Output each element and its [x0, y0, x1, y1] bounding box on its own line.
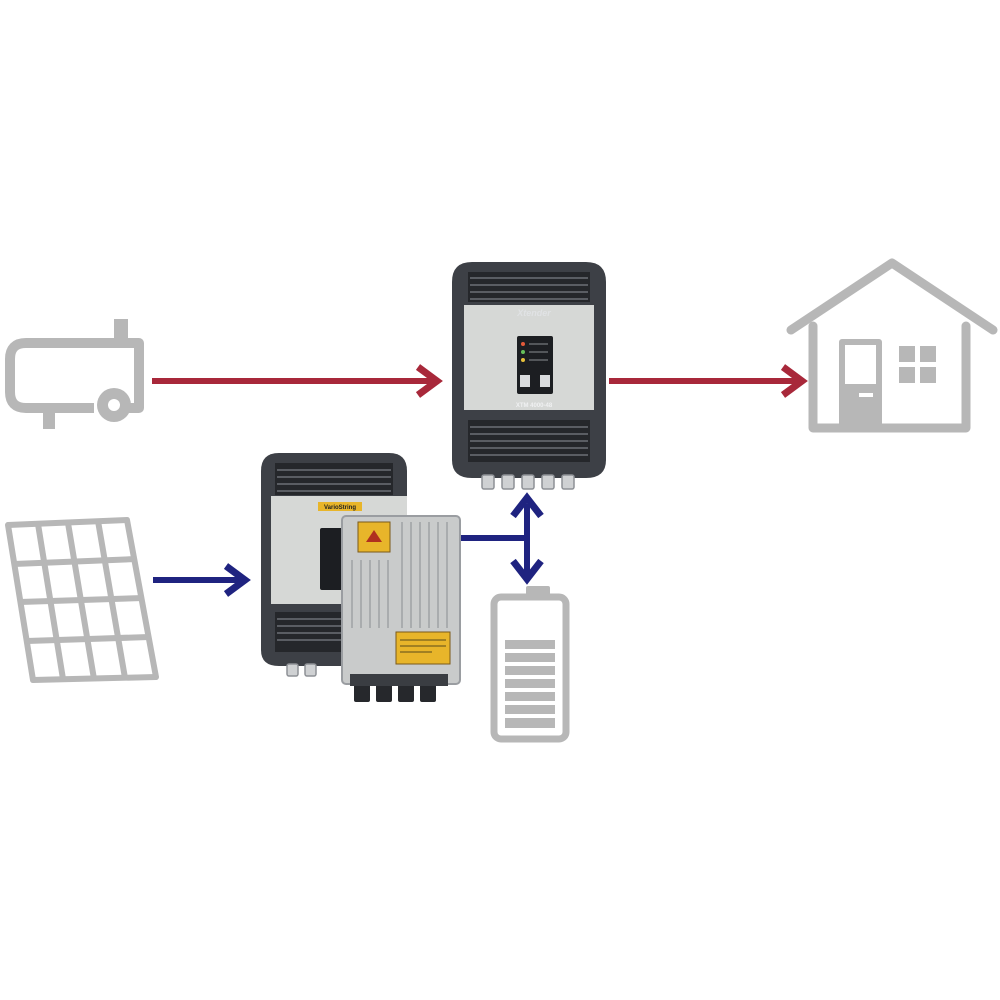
flow-generator-to-inverter [152, 364, 443, 398]
inverter-charger-unit: Xtender XTM 4000-48 [452, 262, 606, 490]
flow-inverter-to-house [609, 364, 808, 398]
controller-fins [351, 522, 448, 628]
controller-info-label [395, 631, 451, 665]
inverter-brand-label: Xtender [516, 308, 551, 318]
solar-charger-glands [286, 663, 317, 677]
inverter-button-left [520, 375, 530, 387]
solar-panel-icon [5, 517, 159, 683]
house-icon [786, 258, 998, 433]
inverter-model-label: XTM 4000-48 [516, 403, 553, 409]
inverter-vents-bottom [468, 420, 590, 462]
generator-icon [5, 319, 144, 429]
solar-charger-brand-label: VarioString [324, 505, 356, 511]
controller-terminals [350, 674, 448, 702]
inverter-control-panel [517, 336, 553, 394]
inverter-button-right [540, 375, 550, 387]
mppt-charge-controller [341, 515, 461, 702]
inverter-cable-glands [481, 474, 575, 490]
inverter-vents-top [468, 272, 590, 302]
house-window [899, 346, 936, 383]
battery-icon [490, 586, 570, 743]
flow-solar-to-charger [153, 563, 251, 597]
